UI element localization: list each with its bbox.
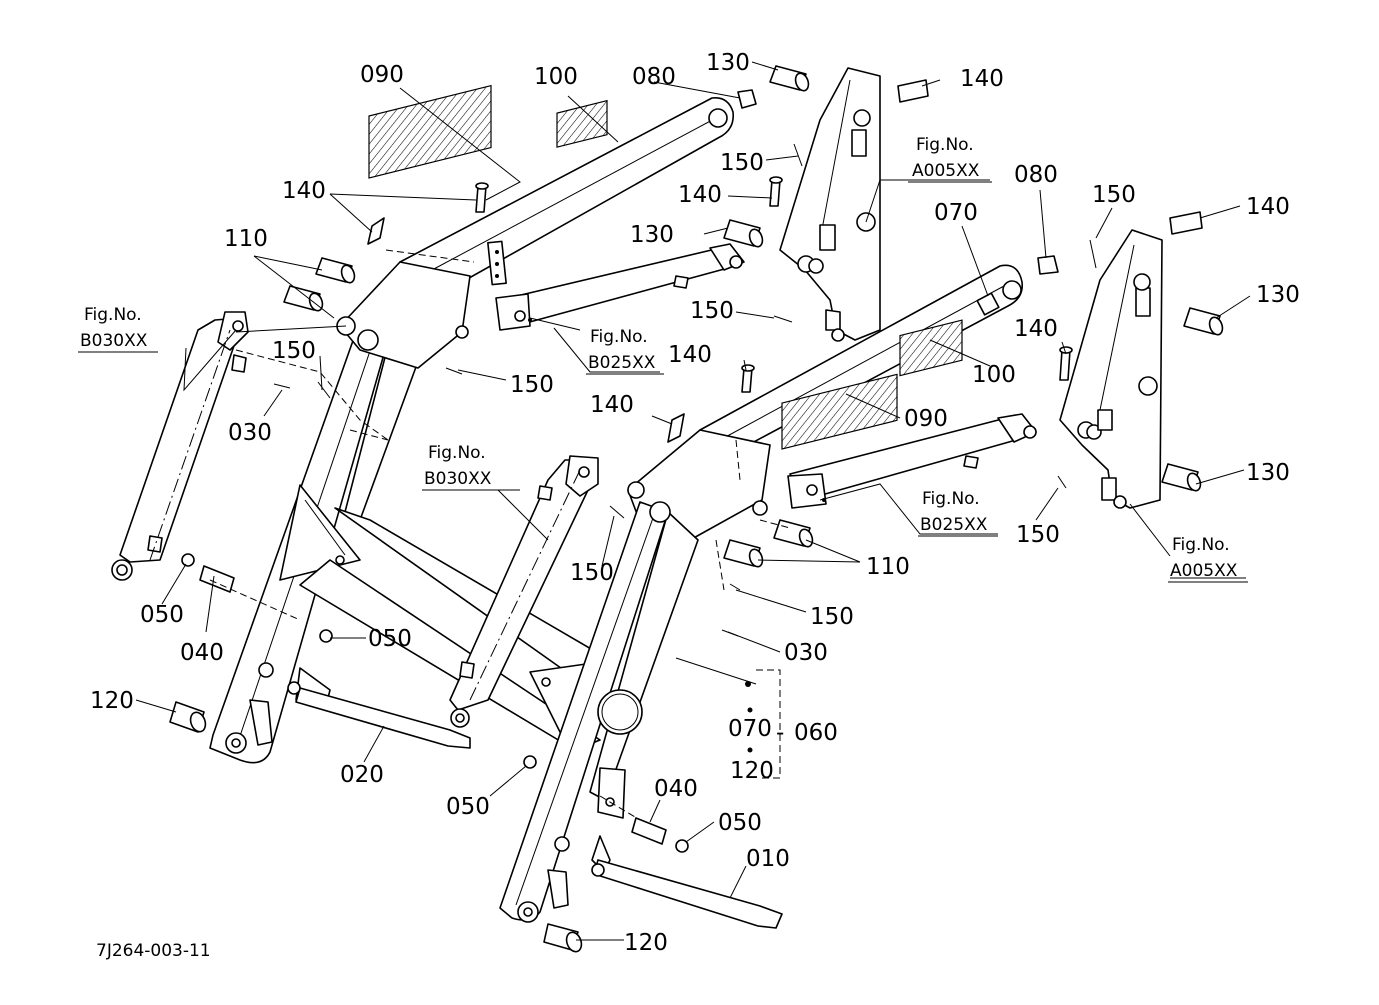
callout-070: 070	[728, 716, 772, 742]
callout-090: 090	[360, 62, 404, 88]
lift-cylinder-top	[495, 243, 745, 331]
callout-150: 150	[570, 560, 614, 586]
svg-text:A005XX: A005XX	[912, 161, 980, 181]
callout-050: 050	[140, 602, 184, 628]
callout-140: 140	[590, 392, 634, 418]
svg-text:-: -	[776, 720, 784, 746]
callout-100: 100	[534, 64, 578, 90]
callout-110: 110	[224, 226, 268, 252]
callout-140: 140	[1014, 316, 1058, 342]
callout-040: 040	[654, 776, 698, 802]
fig-ref-a005-top: Fig.No. A005XX	[908, 135, 992, 183]
parking-stand-020	[287, 667, 471, 749]
callout-110: 110	[866, 554, 910, 580]
callout-030: 030	[228, 420, 272, 446]
drawing-code: 7J264-003-11	[96, 941, 211, 961]
front-loader-arm	[499, 264, 1024, 923]
svg-text:Fig.No.: Fig.No.	[916, 135, 974, 155]
callout-150: 150	[1016, 522, 1060, 548]
fig-ref-b025-right: Fig.No. B025XX	[918, 489, 998, 537]
decals	[368, 84, 963, 450]
fig-ref-b030-left: Fig.No. B030XX	[78, 305, 158, 353]
callout-080: 080	[632, 64, 676, 90]
callout-090: 090	[904, 406, 948, 432]
callout-130: 130	[1256, 282, 1300, 308]
svg-text:Fig.No.: Fig.No.	[1172, 535, 1230, 555]
callout-150: 150	[810, 604, 854, 630]
svg-text:A005XX: A005XX	[1170, 561, 1238, 581]
callout-140: 140	[1246, 194, 1290, 220]
callout-labels: 090 100 080 130 140 150 140 140 080 150 …	[90, 50, 1300, 956]
pins-and-bushings	[169, 65, 1224, 953]
callout-140: 140	[678, 182, 722, 208]
svg-text:B025XX: B025XX	[588, 353, 656, 373]
fig-ref-b025-top: Fig.No. B025XX	[586, 327, 664, 375]
svg-text:B030XX: B030XX	[80, 331, 148, 351]
callout-120: 120	[90, 688, 134, 714]
fig-ref-a005-right: Fig.No. A005XX	[1168, 535, 1248, 583]
callout-060: 060	[794, 720, 838, 746]
lift-cylinder-front	[787, 413, 1037, 509]
svg-text:B025XX: B025XX	[920, 515, 988, 535]
callout-140: 140	[668, 342, 712, 368]
callout-030: 030	[784, 640, 828, 666]
callout-150: 150	[720, 150, 764, 176]
callout-050: 050	[718, 810, 762, 836]
callout-120: 120	[730, 758, 774, 784]
assembly-lines	[149, 249, 791, 821]
top-mount-bracket	[779, 67, 881, 342]
callout-100: 100	[972, 362, 1016, 388]
figure-references: Fig.No. A005XX Fig.No. B030XX Fig.No. B0…	[78, 135, 1248, 583]
callout-080: 080	[1014, 162, 1058, 188]
svg-text:Fig.No.: Fig.No.	[922, 489, 980, 509]
callout-150: 150	[690, 298, 734, 324]
fig-ref-b030-mid: Fig.No. B030XX	[422, 443, 500, 491]
callout-150: 150	[1092, 182, 1136, 208]
parking-stand-010	[591, 835, 783, 929]
callout-050: 050	[446, 794, 490, 820]
callout-130: 130	[706, 50, 750, 76]
callout-010: 010	[746, 846, 790, 872]
svg-text:Fig.No.: Fig.No.	[428, 443, 486, 463]
callout-120: 120	[624, 930, 668, 956]
callout-140: 140	[282, 178, 326, 204]
right-mount-bracket	[1059, 229, 1163, 509]
callout-130: 130	[630, 222, 674, 248]
callout-140: 140	[960, 66, 1004, 92]
callout-150: 150	[510, 372, 554, 398]
callout-040: 040	[180, 640, 224, 666]
callout-020: 020	[340, 762, 384, 788]
callout-130: 130	[1246, 460, 1290, 486]
svg-text:Fig.No.: Fig.No.	[590, 327, 648, 347]
svg-text:Fig.No.: Fig.No.	[84, 305, 142, 325]
callout-150: 150	[272, 338, 316, 364]
callout-070: 070	[934, 200, 978, 226]
bucket-cylinder-left	[111, 311, 249, 581]
callout-050: 050	[368, 626, 412, 652]
svg-text:B030XX: B030XX	[424, 469, 492, 489]
bucket-cylinder-right	[449, 455, 599, 728]
